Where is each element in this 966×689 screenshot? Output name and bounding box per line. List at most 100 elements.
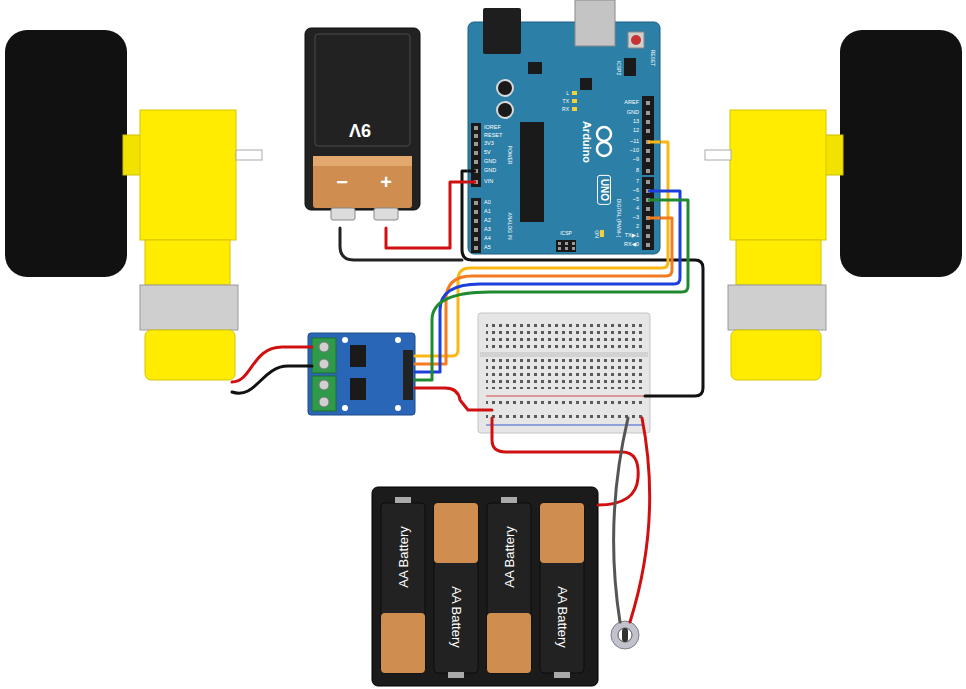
gear-motor (728, 285, 826, 330)
battery-label: AA Battery (450, 586, 463, 647)
arduino-board (628, 32, 644, 48)
wheel (840, 30, 962, 277)
arduino-board (474, 246, 478, 250)
arduino-board (600, 230, 604, 237)
pin-label: 4 (636, 206, 639, 212)
pin-label: ~3 (633, 215, 639, 221)
motor-driver (308, 333, 415, 415)
pin-label: ~6 (633, 188, 639, 194)
pin-label: 3V3 (484, 141, 494, 147)
battery-9v-body (315, 34, 410, 146)
pin-label: 12 (633, 128, 639, 134)
pin-label: 2 (636, 224, 639, 230)
arduino-board (558, 247, 561, 250)
arduino-board (468, 22, 660, 254)
header-label: ICSP2 (616, 61, 621, 75)
aa-battery-body (487, 503, 531, 673)
breadboard (486, 396, 644, 397)
breadboard (478, 313, 650, 433)
arduino-uno: RESETICSP2LTXRXAREFGND1312~11~10~987~6~5… (468, 22, 660, 254)
wire (232, 366, 312, 393)
battery-9v-body (313, 156, 412, 208)
arduino-board (646, 149, 650, 153)
battery-pack (372, 487, 598, 686)
battery-label: AA Battery (556, 586, 569, 647)
arduino-board (648, 199, 660, 202)
battery-label: AA Battery (503, 526, 516, 587)
arduino-board (468, 170, 476, 173)
gear-motor (236, 150, 262, 160)
arduino-board (648, 141, 660, 144)
pin-label: RESET (650, 50, 655, 67)
wire (415, 388, 492, 410)
breadboard (486, 320, 644, 350)
gear-motor (705, 150, 731, 160)
arduino-board (474, 151, 478, 155)
motor-driver (395, 337, 401, 343)
gear-motor (731, 330, 821, 380)
wire (630, 418, 650, 622)
aa-battery: AA Battery (484, 495, 534, 678)
aa-battery-body (540, 503, 584, 673)
aa-battery-body (434, 503, 478, 563)
pin-label: VIN (484, 179, 493, 185)
pin-label: A0 (484, 200, 491, 206)
aa-battery-body (448, 672, 464, 678)
arduino-board (631, 35, 641, 45)
battery-label: AA Battery (397, 526, 410, 587)
arduino-board (646, 111, 650, 115)
terminal-sign: − (336, 172, 348, 192)
arduino-board (474, 228, 478, 232)
motor-driver (350, 345, 366, 367)
pin-label: AREF (624, 100, 639, 106)
pin-label: GND (484, 159, 496, 165)
breadboard (480, 352, 648, 357)
motor-driver (312, 338, 336, 373)
arduino-board (597, 127, 611, 141)
aa-battery-body (395, 497, 411, 503)
pin-label: GND (627, 110, 639, 116)
pin-label: 8 (636, 168, 639, 174)
power-switch (611, 621, 639, 649)
arduino-board (646, 225, 650, 229)
aa-battery-body (501, 497, 517, 503)
wheel (5, 30, 127, 277)
terminal-sign: + (380, 172, 392, 192)
aa-battery: AA Battery (378, 495, 428, 678)
arduino-board (646, 180, 650, 184)
gear-motor (145, 330, 235, 380)
header-label: ICSP (560, 231, 572, 236)
arduino-board (471, 123, 481, 187)
pin-label: A2 (484, 218, 491, 224)
wire (614, 418, 628, 622)
aa-battery-body (540, 503, 584, 563)
arduino-board (642, 96, 654, 175)
led-label: RX (562, 107, 569, 112)
arduino-board (572, 247, 575, 250)
arduino-board (497, 80, 513, 96)
motor-driver (395, 405, 401, 411)
arduino-board (565, 242, 568, 245)
aa-battery: AA Battery (431, 495, 481, 678)
arduino-board (597, 142, 611, 156)
arduino-board (646, 243, 650, 247)
pin-label: A4 (484, 236, 491, 242)
battery-pack (372, 487, 598, 686)
gear-motor (736, 240, 821, 285)
motor-driver (319, 359, 329, 369)
battery-label: 9V (349, 121, 371, 139)
header-label: ANALOG IN (507, 212, 512, 239)
pin-label: RX◀0 (624, 242, 639, 248)
gear-motor (730, 110, 826, 240)
arduino-board (575, 0, 615, 46)
gear-motor (140, 285, 238, 330)
pin-label: ~9 (633, 157, 639, 163)
arduino-board (474, 219, 478, 223)
power-switch (611, 621, 639, 649)
arduino-board (474, 201, 478, 205)
arduino-board (646, 158, 650, 162)
arduino-board (646, 234, 650, 238)
led-label: L (566, 91, 569, 96)
battery-9v-body (313, 156, 412, 166)
